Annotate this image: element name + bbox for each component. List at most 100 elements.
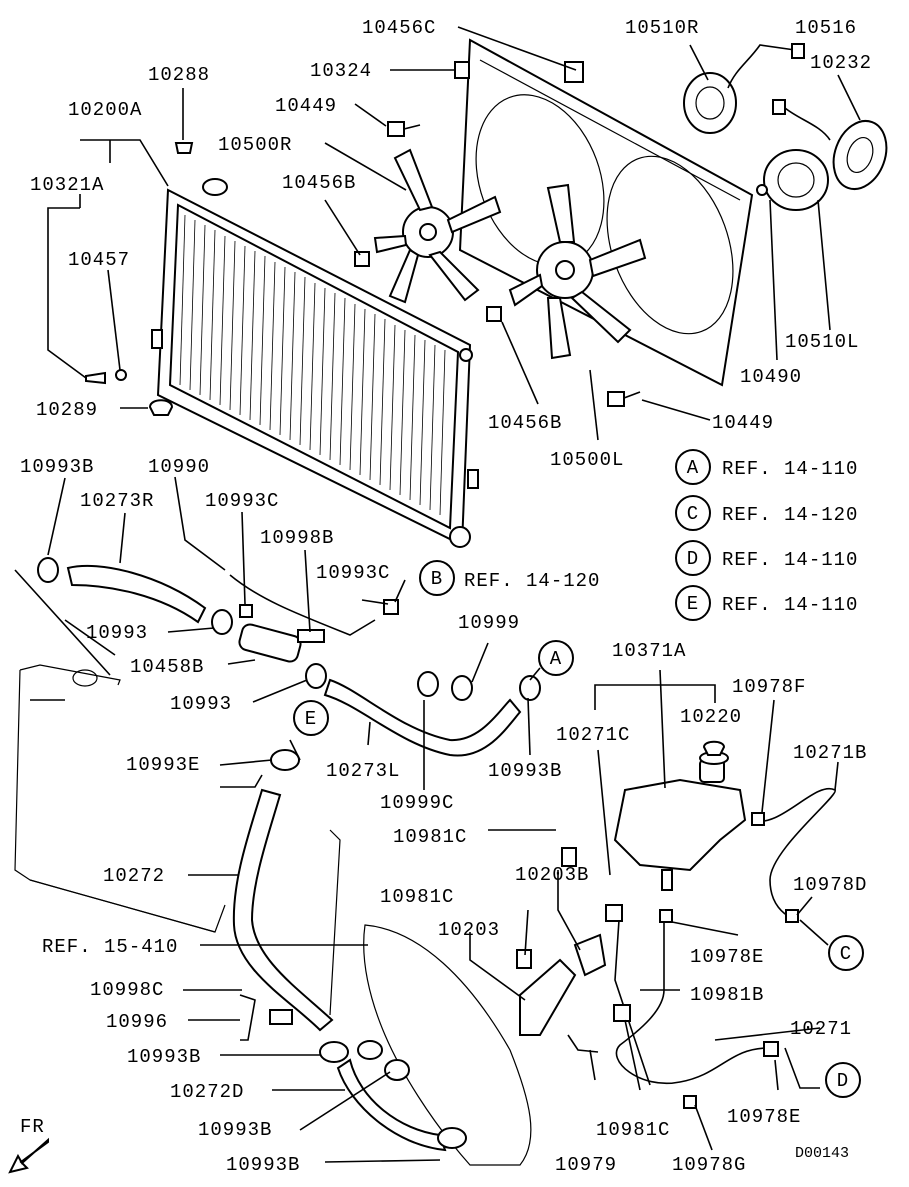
label-10500L: 10500L (550, 449, 624, 471)
label-10998C: 10998C (90, 979, 164, 1001)
label-10456B-bottom: 10456B (488, 412, 562, 434)
arrow-icon (8, 1137, 49, 1174)
bolt-10449-bottom (607, 391, 641, 407)
label-10273L: 10273L (326, 760, 400, 782)
hose-10271C (614, 904, 651, 1086)
label-10993C-a: 10993C (205, 490, 279, 512)
legend-letter-2: D (687, 548, 699, 570)
motor-right (683, 43, 805, 134)
hose-10271 (615, 920, 769, 1085)
label-10981B: 10981B (690, 984, 764, 1006)
label-10456C: 10456C (362, 17, 436, 39)
motor-left (763, 99, 831, 211)
label-10996: 10996 (106, 1011, 168, 1033)
pipe-10458B (238, 623, 302, 663)
bolt-10981C-a (561, 847, 577, 867)
label-10321A: 10321A (30, 174, 104, 196)
callout-A (538, 640, 574, 676)
clip-10979 (567, 1034, 599, 1053)
hose-10272D (336, 1058, 447, 1152)
label-10271C: 10271C (556, 724, 630, 746)
callout-B-text: B (431, 568, 443, 590)
radiator-core (179, 214, 446, 516)
clip-10978D (785, 909, 799, 923)
label-10978D: 10978D (793, 874, 867, 896)
clamps-upper (37, 557, 541, 701)
hose-10273R (66, 564, 207, 624)
label-10993B-d: 10993B (198, 1119, 272, 1141)
label-10981C-c: 10981C (596, 1119, 670, 1141)
hose-10990 (229, 574, 376, 636)
bracket-10203 (519, 958, 577, 1036)
label-10510L: 10510L (785, 331, 859, 353)
water-pipe (363, 924, 532, 1166)
legend-ref-0: REF. 14-110 (722, 458, 858, 480)
callout-E-text: E (305, 708, 317, 730)
label-10981C-b: 10981C (380, 886, 454, 908)
bolt-10981B (605, 904, 623, 922)
callout-D-text: D (837, 1070, 849, 1092)
label-10978G: 10978G (672, 1154, 746, 1176)
label-10993E: 10993E (126, 754, 200, 776)
bracket-10203B (573, 933, 607, 977)
legend-ref-2: REF. 14-110 (722, 549, 858, 571)
nut-10456B-bottom (486, 306, 502, 322)
radiator-inlet (202, 178, 228, 196)
label-10999C: 10999C (380, 792, 454, 814)
legend-ref-3: REF. 14-110 (722, 594, 858, 616)
label-10203B: 10203B (515, 864, 589, 886)
clip-10978E-b (763, 1041, 779, 1057)
label-10200A: 10200A (68, 99, 142, 121)
bracket-10996 (239, 994, 256, 1041)
callout-C-text: C (840, 943, 852, 965)
front-direction-indicator: FR (8, 1116, 49, 1174)
hose-10273L (323, 678, 522, 757)
cap-10220 (702, 740, 726, 756)
washer-10490 (756, 184, 768, 196)
fan-right (373, 148, 502, 304)
hose-10272 (232, 788, 334, 1032)
drain-plug-10457 (85, 369, 127, 385)
legend-letter-3: E (687, 593, 699, 615)
callout-circles: A B C D E (293, 560, 864, 1098)
hose-10271B (751, 787, 836, 919)
callout-A-text: A (550, 648, 562, 670)
legend-letter-0: A (687, 457, 699, 479)
label-10993B-c: 10993B (127, 1046, 201, 1068)
label-10232: 10232 (810, 52, 872, 74)
label-10449-bottom: 10449 (712, 412, 774, 434)
bolt-10981C-c (613, 1004, 631, 1022)
label-10288: 10288 (148, 64, 210, 86)
label-ref-b: REF. 14-120 (464, 570, 600, 592)
clamps-lower (239, 749, 467, 1149)
label-10993-a: 10993 (86, 622, 148, 644)
legend-circle-3 (675, 585, 711, 621)
legend-circle-0 (675, 449, 711, 485)
label-10990: 10990 (148, 456, 210, 478)
legend-ref-1: REF. 14-120 (722, 504, 858, 526)
label-10998B: 10998B (260, 527, 334, 549)
clip-10978E-a (659, 909, 673, 923)
label-10993B-e: 10993B (226, 1154, 300, 1176)
label-10289: 10289 (36, 399, 98, 421)
fitting-10998C (269, 1009, 293, 1025)
label-10978E-b: 10978E (727, 1106, 801, 1128)
label-10456B-top: 10456B (282, 172, 356, 194)
fitting-10998B (297, 629, 325, 643)
label-10490: 10490 (740, 366, 802, 388)
fan-left (508, 183, 647, 360)
bolt-10981C-b (516, 949, 532, 969)
label-10220: 10220 (680, 706, 742, 728)
clip-10978G (683, 1095, 697, 1109)
label-10993-b: 10993 (170, 693, 232, 715)
radiator-drain (449, 526, 471, 548)
cap-10288 (174, 142, 194, 154)
label-10371A: 10371A (612, 640, 686, 662)
legend-circle-2 (675, 540, 711, 576)
shroud-clip (564, 61, 584, 83)
label-10449-top: 10449 (275, 95, 337, 117)
label-10978E-a: 10978E (690, 946, 764, 968)
reservoir-tank (613, 751, 747, 891)
